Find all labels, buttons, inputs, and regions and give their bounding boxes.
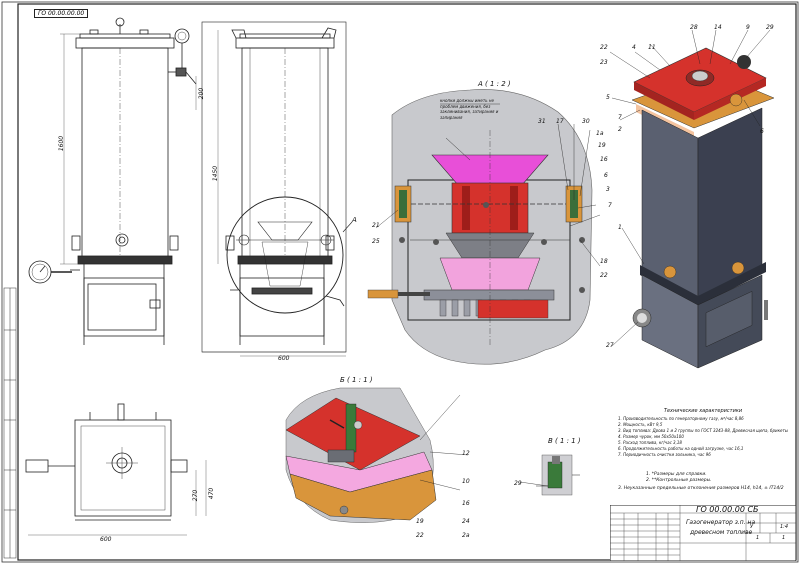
front-pressure-gauge-top	[174, 28, 190, 44]
callout-b-12: 12	[462, 450, 470, 457]
callout-a-18: 18	[600, 258, 608, 265]
callout-a-6: 6	[604, 172, 608, 179]
spec-item: 4. Размер чурок, мм 50х50х100	[618, 434, 684, 439]
dim-plan-depth: 470	[208, 487, 216, 500]
spec-item: 1. Производительность по генераторному г…	[618, 416, 744, 421]
callout-a-16: 16	[600, 156, 608, 163]
spec-item: 6. Продолжительность работы на одной заг…	[618, 446, 744, 451]
callout-iso-4: 4	[632, 44, 636, 51]
front-ring-flange	[77, 255, 173, 265]
callout-iso-6: 6	[760, 128, 764, 135]
callout-b-24: 24	[462, 518, 470, 525]
callout-iso-14: 14	[714, 24, 722, 31]
callout-iso-11: 11	[648, 44, 656, 51]
callout-a-7: 7	[608, 202, 612, 209]
document-code-stamp: ГО 00.00.00.00	[34, 9, 89, 18]
sheet-inner-frame	[17, 3, 797, 561]
front-view	[28, 17, 197, 345]
isometric-view	[631, 47, 775, 369]
callout-a-31: 31	[538, 118, 546, 125]
spec-item: 7. Периодичность очистки зольника, час 9…	[618, 452, 711, 457]
title-block: ГО 00.00.00 СБ Газогенератор з.п. на дре…	[610, 505, 796, 561]
callout-b-2a: 2а	[462, 532, 470, 539]
callout-iso-1: 1	[618, 224, 622, 231]
title-block-code: ГО 00.00.00 СБ	[696, 505, 759, 514]
callout-iso-23: 23	[600, 59, 608, 66]
callout-iso-28: 28	[690, 24, 698, 31]
front-port	[115, 233, 129, 247]
callout-iso-27: 27	[606, 342, 614, 349]
title-block-sheets: 1	[782, 535, 786, 541]
dim-plan-depth2: 270	[192, 489, 200, 502]
technical-specs: Технические характеристики 1. Производит…	[618, 408, 788, 458]
front-top-valve	[115, 17, 125, 27]
callout-b-19: 19	[416, 518, 424, 525]
section-v	[536, 454, 580, 496]
specs-title: Технические характеристики	[663, 408, 743, 414]
section-a	[367, 89, 593, 365]
spec-item: 3. Вид топлива: Дрова 1 и 2 группы по ГО…	[618, 428, 788, 433]
callout-a-1a: 1а	[596, 130, 604, 137]
note-3: 3. Неуказанные предельные отклонения раз…	[618, 486, 784, 491]
callout-b-10: 10	[462, 478, 470, 485]
callout-a-21: 21	[372, 222, 380, 229]
dim-side-width: 600	[278, 355, 290, 362]
section-a-annotation: кнопки должны иметь не проблем движения,…	[440, 98, 499, 120]
side-view	[201, 21, 347, 353]
callout-a-19: 19	[598, 142, 606, 149]
title-block-scale: 1:4	[780, 524, 789, 530]
section-b	[285, 387, 437, 523]
dim-gauge: 200	[198, 87, 206, 100]
note-1: 1. *Размеры для справки.	[646, 472, 707, 477]
spec-item: 5. Расход топлива, кг/час 3,18	[618, 440, 682, 445]
left-margin-stamp	[3, 287, 17, 559]
callout-a-17: 17	[556, 118, 564, 125]
plan-view	[25, 403, 188, 521]
callout-iso-29: 29	[766, 24, 774, 31]
dim-front-height: 1600	[58, 135, 66, 152]
callout-iso-2: 2	[618, 126, 622, 133]
title-block-name-line2: древесном топливе	[690, 529, 753, 536]
callout-b-16: 16	[462, 500, 470, 507]
callout-b-22: 22	[416, 532, 424, 539]
section-b-orange-base	[289, 469, 437, 521]
title-block-name-line1: Газогенератор з.п. на	[686, 519, 756, 526]
callout-a-22: 22	[600, 272, 608, 279]
callout-iso-22: 22	[600, 44, 608, 51]
dim-side-height: 1450	[212, 165, 220, 182]
spec-item: 2. Мощность, кВт 9,5	[618, 422, 663, 427]
front-body	[81, 47, 169, 259]
front-lid	[75, 37, 175, 49]
leader-lines	[375, 29, 771, 491]
front-ash-pan	[83, 277, 165, 337]
title-block-sheet: 1	[756, 535, 760, 541]
callout-iso-7: 7	[618, 114, 622, 121]
dim-plan-width: 600	[100, 536, 112, 543]
section-v-title: В ( 1 : 1 )	[548, 437, 581, 445]
callout-iso-5: 5	[606, 94, 610, 101]
callout-a-3: 3	[606, 186, 610, 193]
callout-iso-9: 9	[746, 24, 750, 31]
callout-v-29: 29	[514, 480, 522, 487]
section-a-title: A ( 1 : 2 )	[478, 80, 511, 88]
callout-a-label: A	[352, 216, 357, 224]
callout-a-25: 25	[372, 238, 380, 245]
title-block-letter: У	[750, 524, 754, 530]
side-detail-circle-a	[226, 196, 353, 314]
callout-a-30: 30	[582, 118, 590, 125]
note-2: 2. **Контрольные размеры.	[646, 478, 712, 483]
section-b-title: Б ( 1 : 1 )	[340, 376, 373, 384]
